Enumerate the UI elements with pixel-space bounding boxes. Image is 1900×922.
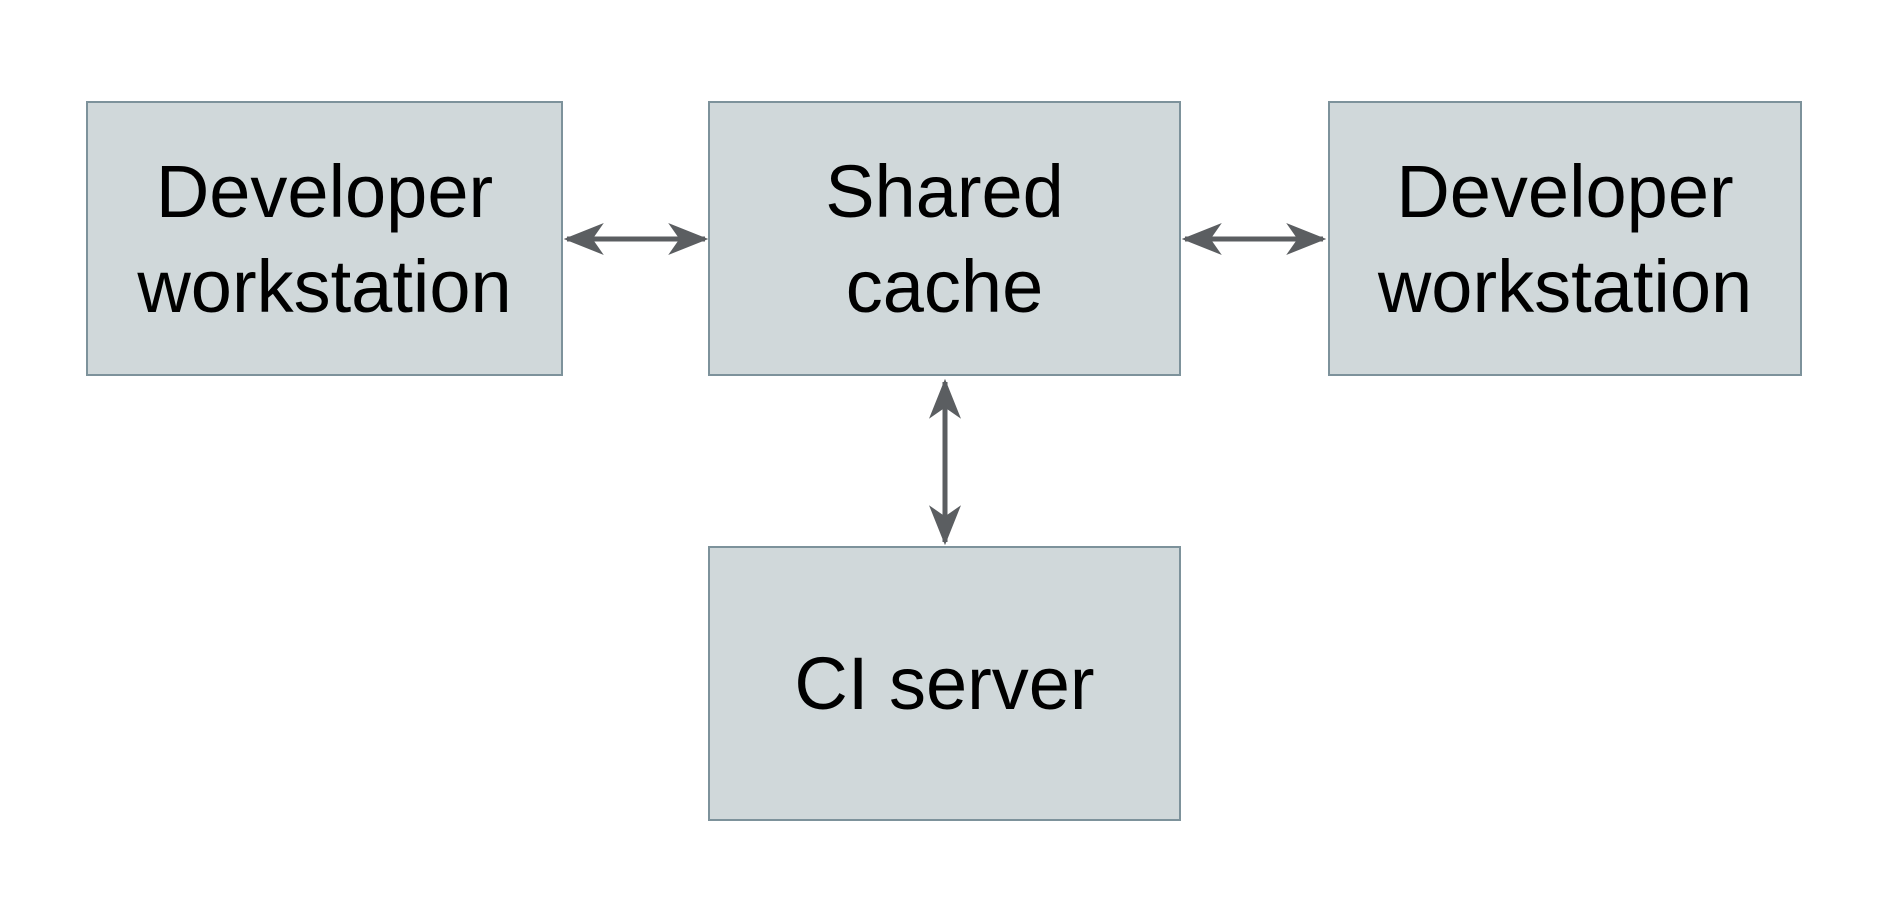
node-developer-workstation-left: Developer workstation	[86, 101, 563, 376]
node-label: Shared cache	[825, 149, 1064, 328]
node-label: Developer workstation	[137, 149, 512, 328]
node-shared-cache: Shared cache	[708, 101, 1181, 376]
node-ci-server: CI server	[708, 546, 1181, 821]
node-label: Developer workstation	[1377, 149, 1753, 328]
node-label: CI server	[794, 642, 1095, 725]
node-developer-workstation-right: Developer workstation	[1328, 101, 1802, 376]
